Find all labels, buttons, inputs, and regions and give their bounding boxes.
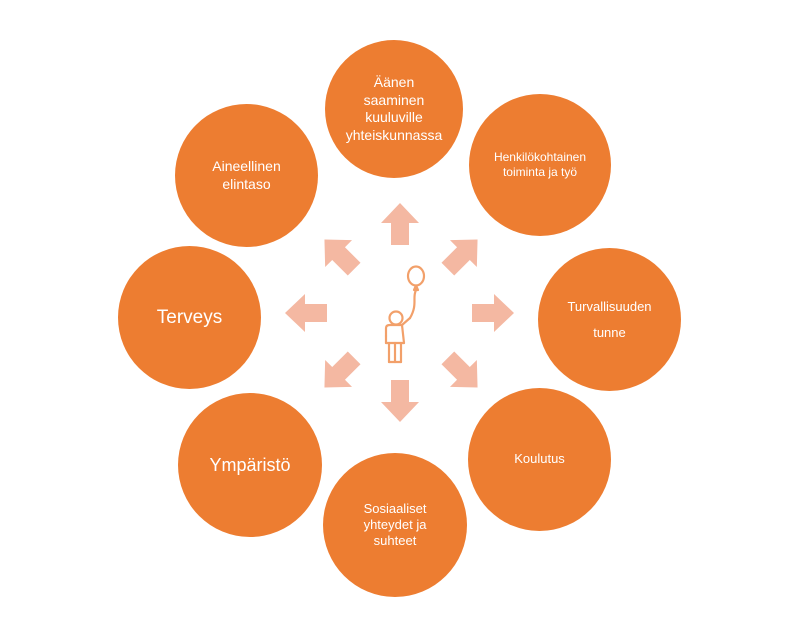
node-label: Koulutus bbox=[514, 451, 565, 467]
arrow-icon-5 bbox=[381, 380, 419, 422]
arrow-icon-3 bbox=[472, 294, 514, 332]
node-label: Henkilökohtainen toiminta ja työ bbox=[493, 150, 587, 179]
circle-aanen-saaminen: Äänen saaminen kuuluville yhteiskunnassa bbox=[325, 40, 463, 178]
arrow-icon-6 bbox=[324, 351, 361, 388]
circle-ymparisto: Ympäristö bbox=[178, 393, 322, 537]
node-label: Turvallisuuden tunne bbox=[567, 298, 652, 340]
node-label: Sosiaaliset yhteydet ja suhteet bbox=[363, 500, 427, 549]
node-label: Terveys bbox=[156, 306, 223, 328]
node-label: Äänen saaminen kuuluville yhteiskunnassa bbox=[345, 74, 443, 143]
arrow-icon-8 bbox=[324, 239, 361, 276]
child-with-balloon-icon bbox=[384, 265, 426, 364]
arrow-icon-1 bbox=[381, 203, 419, 245]
arrow-icon-7 bbox=[285, 294, 327, 332]
circle-sosiaaliset-yhteydet: Sosiaaliset yhteydet ja suhteet bbox=[323, 453, 467, 597]
node-label: Aineellinen elintaso bbox=[212, 158, 281, 192]
circle-turvallisuuden-tunne: Turvallisuuden tunne bbox=[538, 248, 681, 391]
arrow-icon-4 bbox=[441, 351, 478, 388]
circle-koulutus: Koulutus bbox=[468, 388, 611, 531]
arrow-icon-2 bbox=[441, 239, 478, 276]
circle-aineellinen-elintaso: Aineellinen elintaso bbox=[175, 104, 318, 247]
circle-terveys: Terveys bbox=[118, 246, 261, 389]
circle-henkilokohtainen-toiminta: Henkilökohtainen toiminta ja työ bbox=[469, 94, 611, 236]
node-label: Ympäristö bbox=[209, 454, 291, 475]
